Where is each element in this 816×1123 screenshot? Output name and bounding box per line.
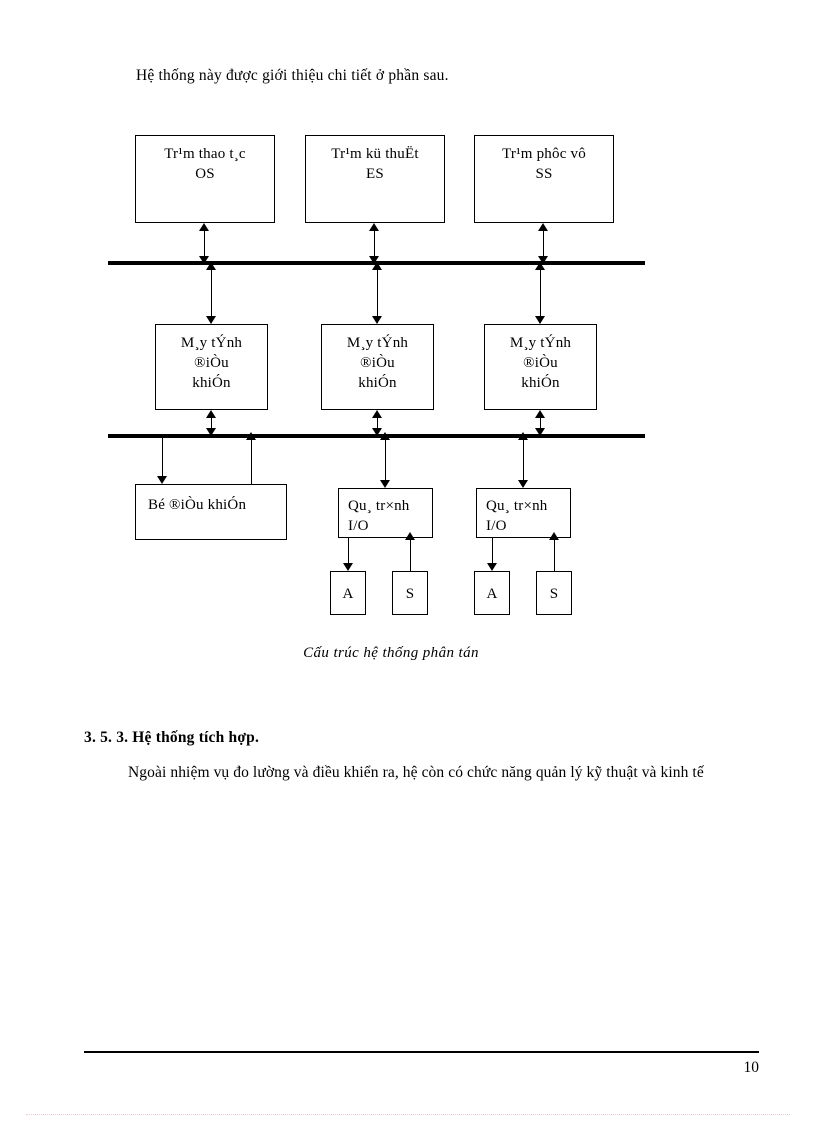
node-sensor-2: S bbox=[536, 571, 572, 615]
arrowhead-bus2-controller-down bbox=[157, 476, 167, 484]
connector-sensor-io2 bbox=[554, 538, 556, 571]
node-server-station-label: Tr¹m phôc vô SS bbox=[502, 146, 586, 182]
node-control-computer-2-label: M¸y tÝnh ®iÒu khiÓn bbox=[346, 335, 409, 391]
arrowhead-station2-up bbox=[369, 223, 379, 231]
node-control-computer-3: M¸y tÝnh ®iÒu khiÓn bbox=[484, 324, 597, 410]
arrowhead-bus-computer3-down bbox=[535, 316, 545, 324]
node-controller-unit: Bé ®iÒu khiÓn bbox=[135, 484, 287, 540]
node-process-io-1-label: Qu¸ tr×nh I/O bbox=[348, 498, 410, 534]
node-actuator-1-label: A bbox=[342, 586, 354, 602]
arrowhead-station3-up bbox=[538, 223, 548, 231]
footer-divider bbox=[84, 1051, 759, 1053]
arrowhead-bus2-io1-down bbox=[380, 480, 390, 488]
node-operator-station: Tr¹m thao t¸c OS bbox=[135, 135, 275, 223]
arrowhead-station1-up bbox=[199, 223, 209, 231]
section-heading: 3. 5. 3. Hệ thống tích hợp. bbox=[84, 729, 260, 746]
arrowhead-io1-actuator-down bbox=[343, 563, 353, 571]
arrowhead-bus2-io2-up bbox=[518, 432, 528, 440]
connector-sensor-io1 bbox=[410, 538, 412, 571]
connector-station3-bus bbox=[543, 229, 545, 262]
page-bottom-dotted-line bbox=[26, 1114, 790, 1115]
node-process-io-2: Qu¸ tr×nh I/O bbox=[476, 488, 571, 538]
distributed-system-diagram: Tr¹m thao t¸c OS Tr¹m kü thuËt ES Tr¹m p… bbox=[108, 135, 645, 615]
connector-controller-bus2-up bbox=[251, 438, 253, 484]
arrowhead-bus-computer2-down bbox=[372, 316, 382, 324]
connector-bus2-controller-down bbox=[162, 438, 164, 478]
connector-bus-computer2 bbox=[377, 265, 379, 323]
connector-bus2-io2 bbox=[523, 438, 525, 486]
arrowhead-computer3-bus2-down bbox=[535, 428, 545, 436]
node-control-computer-3-label: M¸y tÝnh ®iÒu khiÓn bbox=[509, 335, 572, 391]
figure-caption: Cấu trúc hệ thống phân tán bbox=[303, 645, 479, 661]
arrowhead-station2-down bbox=[369, 256, 379, 264]
node-controller-unit-label: Bé ®iÒu khiÓn bbox=[148, 497, 247, 513]
arrowhead-io2-actuator-down bbox=[487, 563, 497, 571]
node-actuator-1: A bbox=[330, 571, 366, 615]
arrowhead-bus-computer1-down bbox=[206, 316, 216, 324]
connector-io1-actuator bbox=[348, 538, 350, 565]
intro-paragraph: Hệ thống này được giới thiệu chi tiết ở … bbox=[136, 67, 449, 84]
page-number: 10 bbox=[743, 1059, 760, 1076]
node-control-computer-2: M¸y tÝnh ®iÒu khiÓn bbox=[321, 324, 434, 410]
arrowhead-bus2-io2-down bbox=[518, 480, 528, 488]
node-operator-station-label: Tr¹m thao t¸c OS bbox=[164, 146, 246, 182]
arrowhead-computer2-bus2-down bbox=[372, 428, 382, 436]
connector-bus-computer1 bbox=[211, 265, 213, 323]
connector-bus2-io1 bbox=[385, 438, 387, 486]
arrowhead-computer1-bus2-down bbox=[206, 428, 216, 436]
node-engineering-station-label: Tr¹m kü thuËt ES bbox=[331, 146, 419, 182]
node-actuator-2: A bbox=[474, 571, 510, 615]
node-control-computer-1-label: M¸y tÝnh ®iÒu khiÓn bbox=[180, 335, 243, 391]
arrowhead-bus-computer3-up bbox=[535, 262, 545, 270]
connector-bus-computer3 bbox=[540, 265, 542, 323]
node-sensor-1-label: S bbox=[405, 586, 415, 602]
connector-station1-bus bbox=[204, 229, 206, 262]
arrowhead-controller-bus2-up bbox=[246, 432, 256, 440]
node-control-computer-1: M¸y tÝnh ®iÒu khiÓn bbox=[155, 324, 268, 410]
arrowhead-computer2-bus2-up bbox=[372, 410, 382, 418]
arrowhead-bus-computer2-up bbox=[372, 262, 382, 270]
body-paragraph: Ngoài nhiệm vụ đo lường và điều khiển ra… bbox=[128, 764, 704, 781]
node-server-station: Tr¹m phôc vô SS bbox=[474, 135, 614, 223]
node-sensor-1: S bbox=[392, 571, 428, 615]
arrowhead-station3-down bbox=[538, 256, 548, 264]
arrowhead-station1-down bbox=[199, 256, 209, 264]
arrowhead-bus2-io1-up bbox=[380, 432, 390, 440]
bus-line-lower bbox=[108, 434, 645, 438]
connector-computer3-bus2 bbox=[540, 416, 542, 436]
connector-io2-actuator bbox=[492, 538, 494, 565]
connector-computer1-bus2 bbox=[211, 416, 213, 436]
connector-station2-bus bbox=[374, 229, 376, 262]
arrowhead-computer1-bus2-up bbox=[206, 410, 216, 418]
node-process-io-1: Qu¸ tr×nh I/O bbox=[338, 488, 433, 538]
arrowhead-sensor-io1-up bbox=[405, 532, 415, 540]
node-actuator-2-label: A bbox=[486, 586, 498, 602]
arrowhead-bus-computer1-up bbox=[206, 262, 216, 270]
node-process-io-2-label: Qu¸ tr×nh I/O bbox=[486, 498, 548, 534]
connector-computer2-bus2 bbox=[377, 416, 379, 436]
node-sensor-2-label: S bbox=[549, 586, 559, 602]
node-engineering-station: Tr¹m kü thuËt ES bbox=[305, 135, 445, 223]
arrowhead-computer3-bus2-up bbox=[535, 410, 545, 418]
arrowhead-sensor-io2-up bbox=[549, 532, 559, 540]
